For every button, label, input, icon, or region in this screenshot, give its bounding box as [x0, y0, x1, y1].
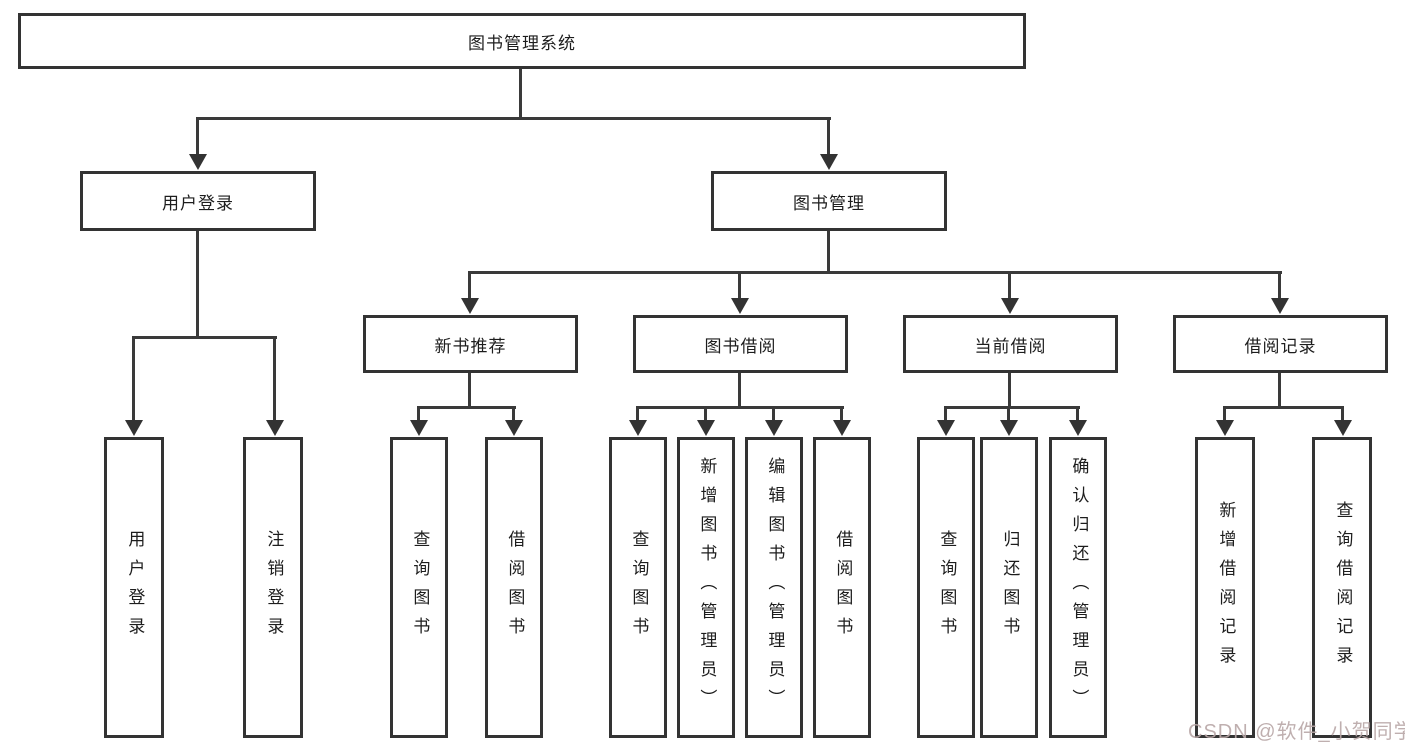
arrow-to-cb-return [1000, 420, 1018, 436]
csdn-watermark: CSDN @软件_小贺同学 [1188, 721, 1405, 743]
arrow-to-br-add [1216, 420, 1234, 436]
connector-stub-user-login [132, 336, 135, 420]
connector-stub-bookmgmt [827, 117, 830, 155]
connector-new-books-trunk [468, 373, 471, 408]
arrow-to-bb-query [629, 420, 647, 436]
connector-login-rail [132, 336, 277, 339]
arrow-to-new-books [461, 298, 479, 314]
arrow-to-bb-edit [765, 420, 783, 436]
leaf-nb-borrow-books: 借阅图书 [485, 437, 543, 738]
connector-stub-book-borrow [738, 271, 741, 299]
arrow-to-bb-borrow [833, 420, 851, 436]
leaf-br-query-record-label: 查询借阅记录 [1333, 500, 1353, 675]
leaf-nb-borrow-books-label: 借阅图书 [505, 529, 525, 646]
connector-stub-br-query [1341, 406, 1344, 422]
leaf-bb-edit-books: 编辑图书（管理员） [745, 437, 803, 738]
leaf-logout-label: 注销登录 [264, 529, 284, 646]
leaf-cb-query-books-label: 查询图书 [937, 529, 957, 646]
leaf-br-add-record-label: 新增借阅记录 [1216, 500, 1236, 675]
connector-stub-bb-query [636, 406, 639, 422]
arrow-to-nb-borrow [505, 420, 523, 436]
connector-level3-rail [468, 271, 1282, 274]
node-book-mgmt-label: 图书管理 [793, 193, 865, 213]
leaf-bb-query-books: 查询图书 [609, 437, 667, 738]
arrow-to-user-login [125, 420, 143, 436]
arrow-to-cb-query [937, 420, 955, 436]
leaf-cb-return-books: 归还图书 [980, 437, 1038, 738]
connector-stub-login [196, 117, 199, 155]
arrow-to-br-query [1334, 420, 1352, 436]
connector-borrow-records-rail [1223, 406, 1344, 409]
connector-current-borrow-trunk [1008, 373, 1011, 408]
connector-current-borrow-rail [944, 406, 1080, 409]
leaf-cb-confirm-return: 确认归还（管理员） [1049, 437, 1107, 738]
connector-login-trunk [196, 231, 199, 338]
node-book-borrow: 图书借阅 [633, 315, 848, 373]
arrow-to-logout [266, 420, 284, 436]
leaf-bb-query-books-label: 查询图书 [629, 529, 649, 646]
node-borrow-records-label: 借阅记录 [1244, 336, 1317, 356]
connector-level2-rail [196, 117, 831, 120]
node-borrow-records: 借阅记录 [1173, 315, 1388, 373]
node-new-books-label: 新书推荐 [434, 336, 507, 356]
connector-stub-cb-return [1007, 406, 1010, 422]
connector-stub-bb-borrow [840, 406, 843, 422]
arrow-to-nb-query [410, 420, 428, 436]
arrow-to-cb-confirm [1069, 420, 1087, 436]
leaf-cb-return-books-label: 归还图书 [1000, 529, 1020, 646]
connector-stub-nb-borrow [512, 406, 515, 422]
leaf-user-login-label: 用户登录 [125, 529, 145, 646]
connector-stub-bb-add [704, 406, 707, 422]
connector-stub-current-borrow [1008, 271, 1011, 299]
connector-stub-cb-confirm [1076, 406, 1079, 422]
node-current-borrow: 当前借阅 [903, 315, 1118, 373]
leaf-bb-add-books: 新增图书（管理员） [677, 437, 735, 738]
connector-bookmgmt-trunk [827, 231, 830, 273]
connector-borrow-records-trunk [1278, 373, 1281, 408]
connector-stub-logout [273, 336, 276, 420]
node-new-books: 新书推荐 [363, 315, 578, 373]
arrow-to-book-borrow [731, 298, 749, 314]
leaf-logout: 注销登录 [243, 437, 303, 738]
leaf-br-query-record: 查询借阅记录 [1312, 437, 1372, 738]
arrow-to-login [189, 154, 207, 170]
leaf-cb-query-books: 查询图书 [917, 437, 975, 738]
arrow-to-bb-add [697, 420, 715, 436]
leaf-bb-borrow-books-label: 借阅图书 [833, 529, 853, 646]
connector-stub-borrow-records [1278, 271, 1281, 299]
connector-new-books-rail [417, 406, 516, 409]
leaf-bb-add-books-label: 新增图书（管理员） [697, 457, 717, 718]
leaf-cb-confirm-return-label: 确认归还（管理员） [1069, 457, 1089, 718]
connector-stub-br-add [1223, 406, 1226, 422]
connector-book-borrow-trunk [738, 373, 741, 408]
connector-stub-bb-edit [772, 406, 775, 422]
arrow-to-borrow-records [1271, 298, 1289, 314]
node-book-borrow-label: 图书借阅 [704, 336, 777, 356]
leaf-bb-edit-books-label: 编辑图书（管理员） [765, 457, 785, 718]
leaf-br-add-record: 新增借阅记录 [1195, 437, 1255, 738]
leaf-nb-query-books-label: 查询图书 [410, 529, 430, 646]
node-book-mgmt: 图书管理 [711, 171, 947, 231]
node-login: 用户登录 [80, 171, 316, 231]
node-root-label: 图书管理系统 [468, 33, 576, 53]
leaf-user-login: 用户登录 [104, 437, 164, 738]
arrow-to-current-borrow [1001, 298, 1019, 314]
node-login-label: 用户登录 [162, 193, 234, 213]
connector-stub-cb-query [944, 406, 947, 422]
node-current-borrow-label: 当前借阅 [974, 336, 1047, 356]
connector-stub-new-books [468, 271, 471, 299]
node-root: 图书管理系统 [18, 13, 1026, 69]
leaf-bb-borrow-books: 借阅图书 [813, 437, 871, 738]
leaf-nb-query-books: 查询图书 [390, 437, 448, 738]
connector-stub-nb-query [417, 406, 420, 422]
connector-root-trunk [519, 69, 522, 119]
connector-book-borrow-rail [636, 406, 844, 409]
arrow-to-bookmgmt [820, 154, 838, 170]
